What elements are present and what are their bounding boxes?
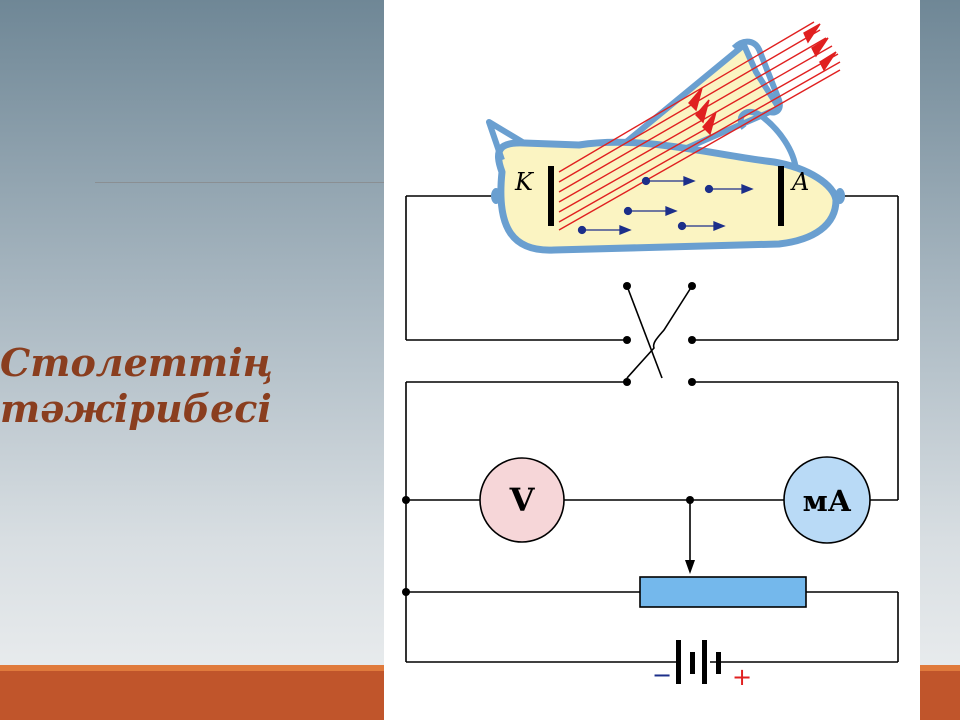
circuit-diagram-panel: K A bbox=[384, 0, 920, 720]
anode-electrode: A bbox=[778, 166, 809, 226]
voltmeter-label: V bbox=[509, 481, 536, 519]
slide-title-line-2: тәжірибесі bbox=[0, 386, 272, 431]
battery-minus-label: − bbox=[652, 661, 672, 689]
milliammeter: мА bbox=[783, 456, 871, 544]
slide-title-line-1: Столеттің bbox=[0, 340, 274, 385]
tube-circuit-wires bbox=[405, 195, 899, 341]
measurement-circuit-wires bbox=[402, 381, 899, 663]
title-divider bbox=[95, 182, 395, 183]
stoletov-circuit-diagram: K A bbox=[402, 21, 899, 691]
battery-plus-label: + bbox=[732, 663, 752, 691]
voltmeter: V bbox=[479, 457, 565, 543]
rheostat[interactable] bbox=[639, 576, 807, 608]
battery: − + bbox=[652, 640, 752, 691]
photoelectrons bbox=[577, 176, 754, 235]
cathode-electrode: K bbox=[514, 166, 554, 226]
reversing-switch[interactable] bbox=[623, 282, 696, 386]
ammeter-label: мА bbox=[803, 484, 852, 518]
incident-light-rays bbox=[558, 21, 841, 231]
slide-title: Столеттің тәжірибесі bbox=[0, 340, 380, 432]
anode-label: A bbox=[790, 168, 809, 196]
vacuum-phototube bbox=[486, 38, 845, 254]
cathode-label: K bbox=[514, 168, 535, 196]
